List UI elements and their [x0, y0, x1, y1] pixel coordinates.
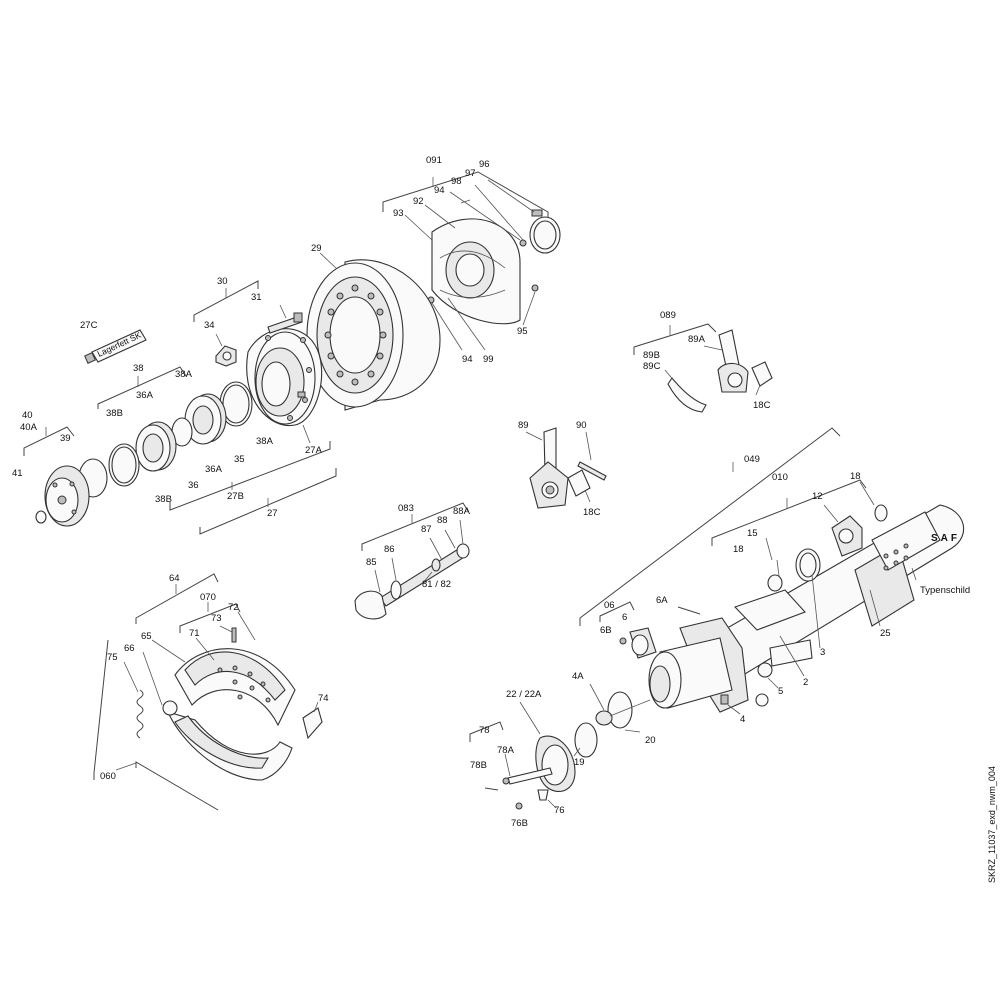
label-65: 65: [141, 631, 152, 642]
label-86: 86: [384, 544, 395, 555]
label-19: 19: [574, 757, 585, 768]
label-27c: 27C: [80, 320, 98, 331]
label-87: 87: [421, 524, 432, 535]
label-31: 31: [251, 292, 262, 303]
label-85: 85: [366, 557, 377, 568]
camshaft-assembly: [354, 502, 470, 620]
label-38b-top: 38B: [106, 408, 123, 419]
label-27a: 27A: [305, 445, 323, 456]
label-88a: 88A: [453, 506, 471, 517]
label-78a: 78A: [497, 745, 515, 756]
label-38a-top: 38A: [175, 369, 193, 380]
label-72: 72: [228, 602, 239, 613]
label-4a: 4A: [572, 671, 584, 682]
label-22-22a: 22 / 22A: [506, 689, 542, 700]
label-06: 06: [604, 600, 615, 611]
label-97: 97: [465, 168, 476, 179]
label-049: 049: [744, 454, 760, 465]
label-18-mid: 18: [733, 544, 744, 555]
label-6a: 6A: [656, 595, 668, 606]
label-18-top: 18: [850, 471, 861, 482]
label-27: 27: [267, 508, 278, 519]
label-35: 35: [234, 454, 245, 465]
label-94-top: 94: [434, 185, 445, 196]
label-20: 20: [645, 735, 656, 746]
label-38b-bottom: 38B: [155, 494, 172, 505]
label-18c-right: 18C: [753, 400, 771, 411]
label-typenschild: Typenschild: [920, 585, 970, 596]
wheel-hub: [193, 280, 323, 444]
slack-adjuster-assembly: [633, 323, 773, 413]
axle-beam-assembly: SAF: [579, 427, 965, 715]
label-89b: 89B: [643, 350, 660, 361]
label-15: 15: [747, 528, 758, 539]
dust-cover-assembly: [382, 171, 561, 351]
label-39: 39: [60, 433, 71, 444]
label-12: 12: [812, 491, 823, 502]
label-76: 76: [554, 805, 565, 816]
label-6b: 6B: [600, 625, 612, 636]
label-73: 73: [211, 613, 222, 624]
label-88: 88: [437, 515, 448, 526]
label-74: 74: [318, 693, 329, 704]
brake-lever: [525, 427, 607, 509]
label-96: 96: [479, 159, 490, 170]
label-18c-left: 18C: [583, 507, 601, 518]
label-78: 78: [479, 725, 490, 736]
label-78b: 78B: [470, 760, 487, 771]
label-95: 95: [517, 326, 528, 337]
abs-ring-assembly: [469, 683, 651, 810]
label-4: 4: [740, 714, 745, 725]
label-36a-top: 36A: [136, 390, 154, 401]
label-34: 34: [204, 320, 215, 331]
label-2: 2: [803, 677, 808, 688]
label-71: 71: [189, 628, 200, 639]
brake-drum: [306, 252, 441, 411]
label-93: 93: [393, 208, 404, 219]
label-99: 99: [483, 354, 494, 365]
grease-tube: Lagerfett SK: [84, 329, 147, 364]
label-6: 6: [622, 612, 627, 623]
label-38a-bottom: 38A: [256, 436, 274, 447]
brake-shoe-assembly: [93, 573, 323, 811]
label-64: 64: [169, 573, 180, 584]
label-010: 010: [772, 472, 788, 483]
label-76b: 76B: [511, 818, 528, 829]
label-81-82: 81 / 82: [422, 579, 451, 590]
label-27b: 27B: [227, 491, 244, 502]
label-091: 091: [426, 155, 442, 166]
label-36a-bottom: 36A: [205, 464, 223, 475]
label-89: 89: [518, 420, 529, 431]
saf-plate: SAF: [931, 533, 960, 544]
label-89c: 89C: [643, 361, 661, 372]
label-29: 29: [311, 243, 322, 254]
drawing-id: SKRZ_11037_exd_nwm_004: [987, 766, 997, 883]
label-89a: 89A: [688, 334, 706, 345]
label-40: 40: [22, 410, 33, 421]
label-5: 5: [778, 686, 783, 697]
label-089: 089: [660, 310, 676, 321]
label-94-bottom: 94: [462, 354, 473, 365]
label-38: 38: [133, 363, 144, 374]
label-98: 98: [451, 176, 462, 187]
label-92: 92: [413, 196, 424, 207]
label-36: 36: [188, 480, 199, 491]
label-30: 30: [217, 276, 228, 287]
label-25: 25: [880, 628, 891, 639]
label-060: 060: [100, 771, 116, 782]
label-75: 75: [107, 652, 118, 663]
label-070: 070: [200, 592, 216, 603]
label-083: 083: [398, 503, 414, 514]
label-41: 41: [12, 468, 23, 479]
label-66: 66: [124, 643, 135, 654]
label-90: 90: [576, 420, 587, 431]
label-3: 3: [820, 647, 825, 658]
label-40a: 40A: [20, 422, 38, 433]
bearing-set: [23, 366, 337, 535]
